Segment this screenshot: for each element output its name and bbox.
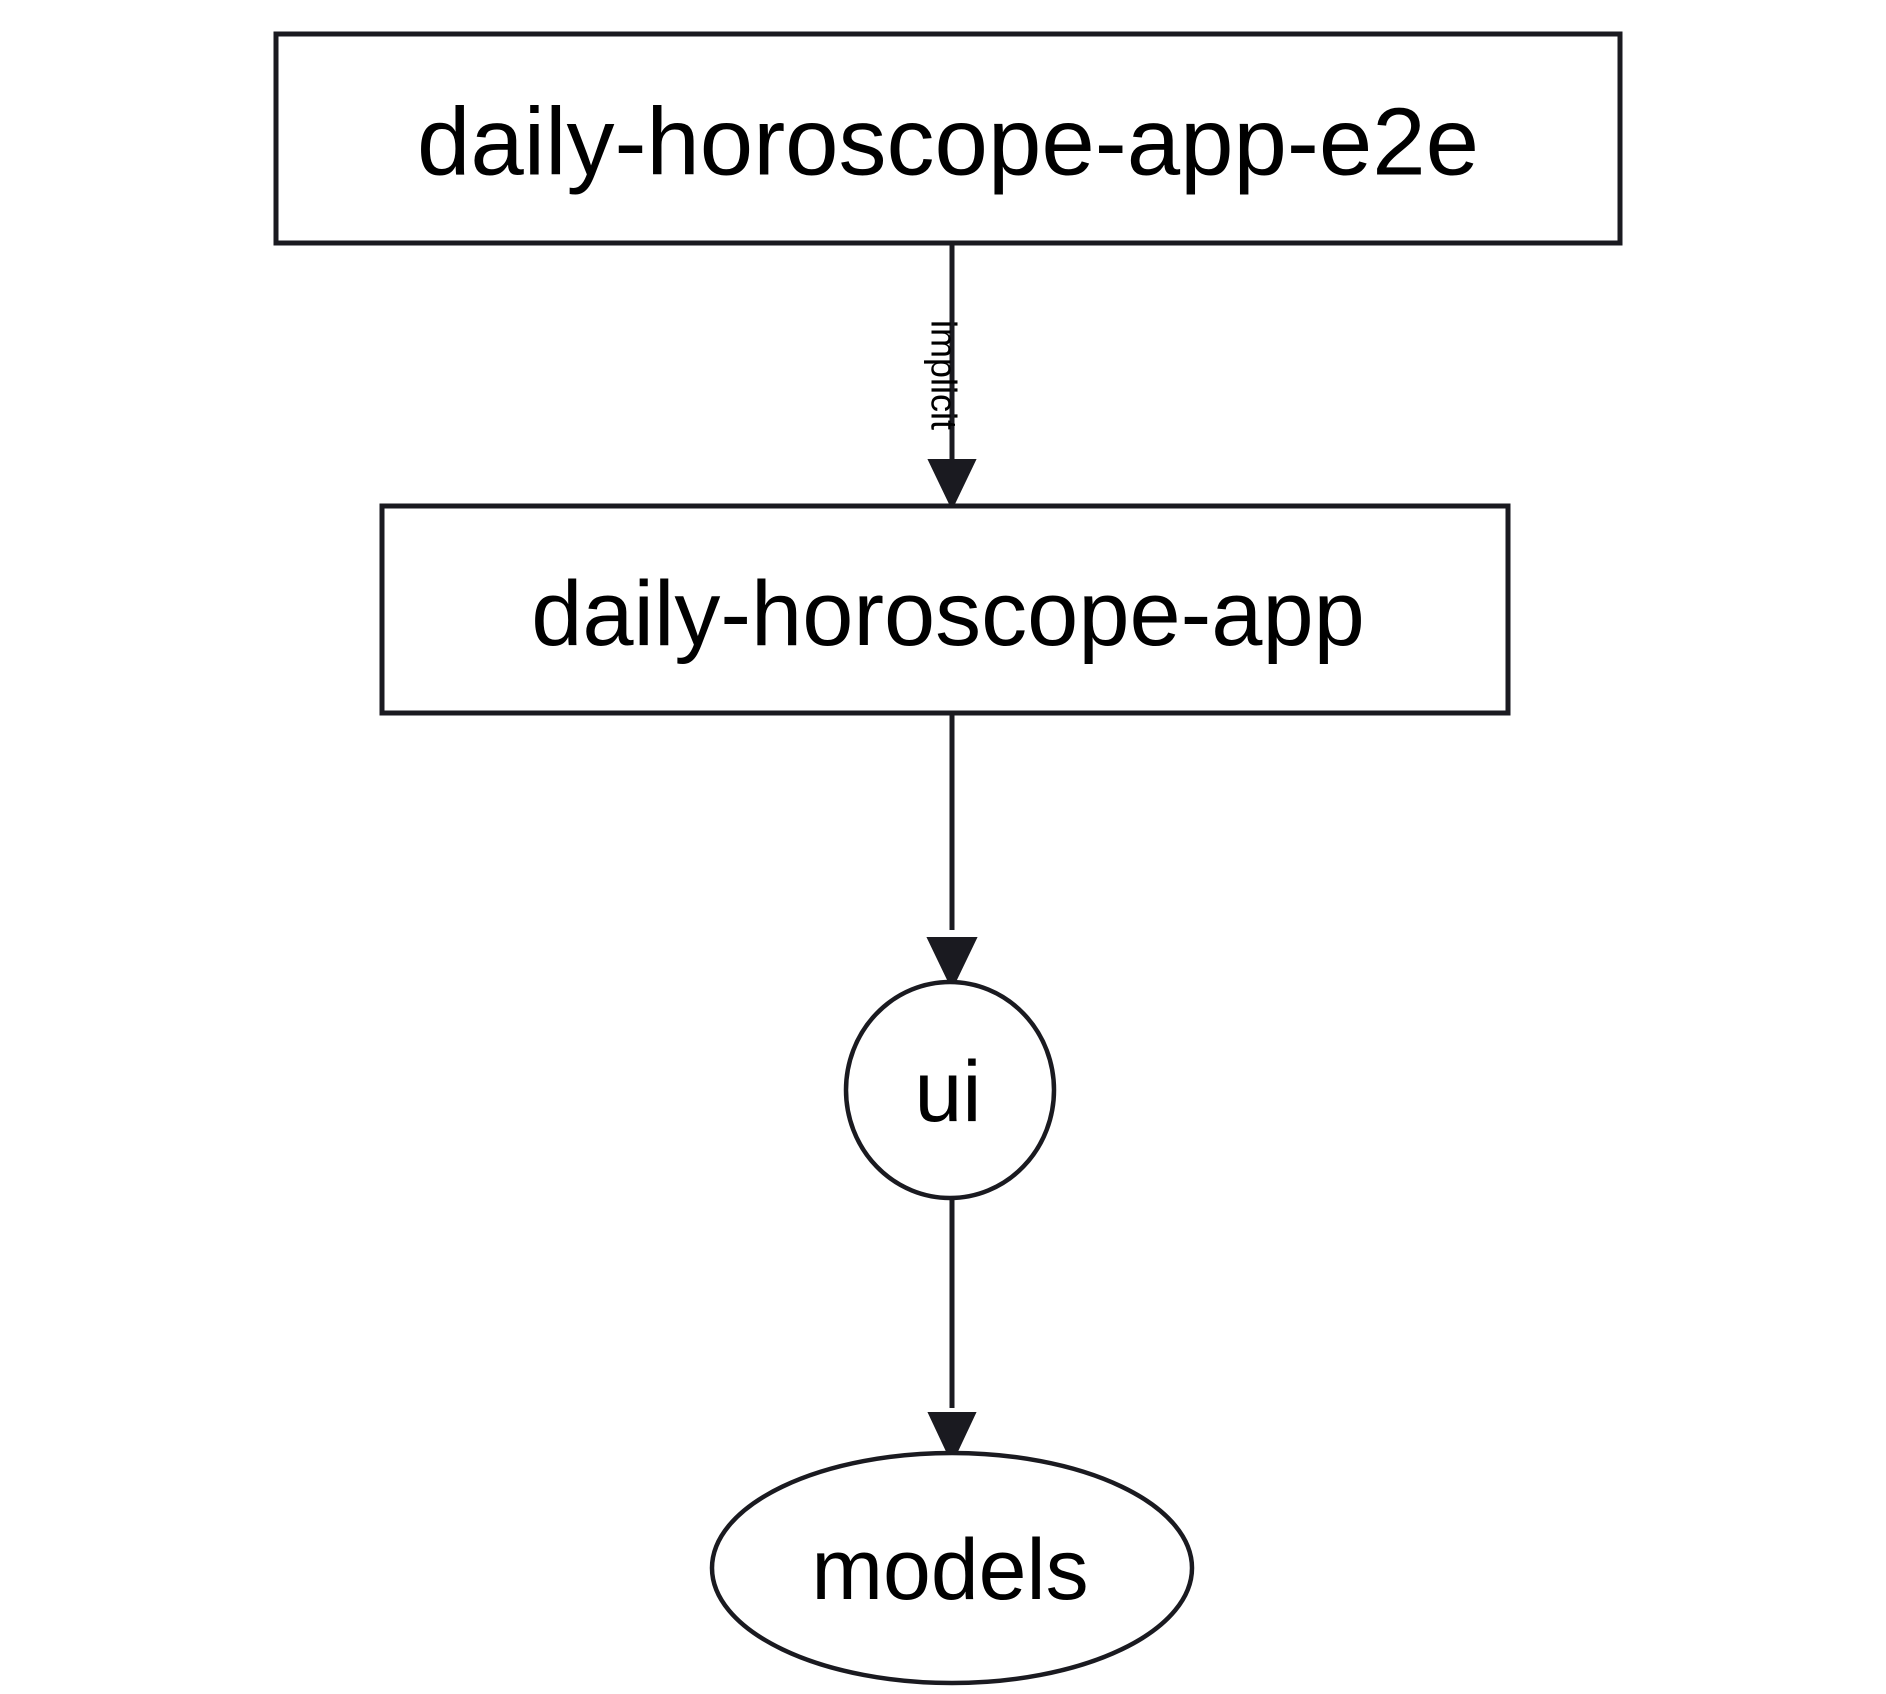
node-ui[interactable]: ui [843, 979, 1057, 1201]
node-daily-horoscope-app-shape [379, 503, 1511, 716]
edge-ui-to-models[interactable] [927, 1200, 977, 1465]
node-daily-horoscope-app-e2e[interactable]: daily-horoscope-app-e2e [273, 31, 1623, 246]
edge-app-to-ui[interactable] [926, 714, 978, 991]
node-models-shape [709, 1450, 1195, 1686]
edge-ui-to-models-arrowhead [927, 1412, 977, 1465]
node-models[interactable]: models [709, 1450, 1195, 1686]
node-ui-label: ui [915, 1044, 982, 1140]
node-models-label: models [811, 1522, 1088, 1618]
edge-app-to-ui-arrowhead [926, 937, 978, 991]
node-daily-horoscope-app-e2e-label: daily-horoscope-app-e2e [417, 89, 1479, 196]
node-daily-horoscope-app[interactable]: daily-horoscope-app [379, 503, 1511, 716]
edge-label-implicit: implicit [924, 320, 965, 430]
node-daily-horoscope-app-e2e-shape [273, 31, 1623, 246]
edge-e2e-to-app[interactable]: implicit [924, 245, 977, 511]
node-ui-shape [843, 979, 1057, 1201]
edge-e2e-to-app-arrowhead [927, 459, 977, 511]
node-daily-horoscope-app-label: daily-horoscope-app [531, 563, 1365, 665]
